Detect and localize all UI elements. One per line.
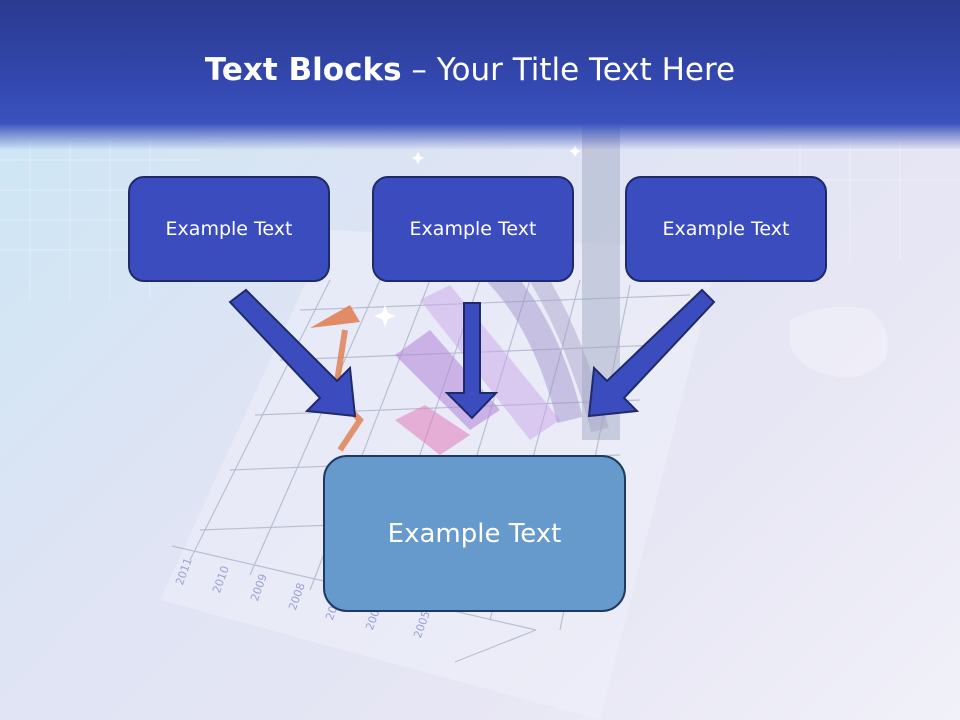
text-block-label: Example Text xyxy=(409,218,537,240)
arrow-down-icon xyxy=(444,302,499,420)
title-rest: Your Title Text Here xyxy=(436,52,736,88)
slide-title[interactable]: Text Blocks – Your Title Text Here xyxy=(0,52,940,88)
title-dash: – xyxy=(411,52,427,88)
text-block-3[interactable]: Example Text xyxy=(625,176,827,282)
arrow-left-icon xyxy=(228,288,357,418)
text-block-1[interactable]: Example Text xyxy=(128,176,330,282)
center-text-label: Example Text xyxy=(387,518,562,549)
arrow-right-icon xyxy=(587,288,716,418)
text-block-label: Example Text xyxy=(165,218,293,240)
text-block-label: Example Text xyxy=(662,218,790,240)
title-bold: Text Blocks xyxy=(204,52,402,88)
center-text-block[interactable]: Example Text xyxy=(323,455,626,612)
title-bar xyxy=(0,0,960,150)
text-block-2[interactable]: Example Text xyxy=(372,176,574,282)
